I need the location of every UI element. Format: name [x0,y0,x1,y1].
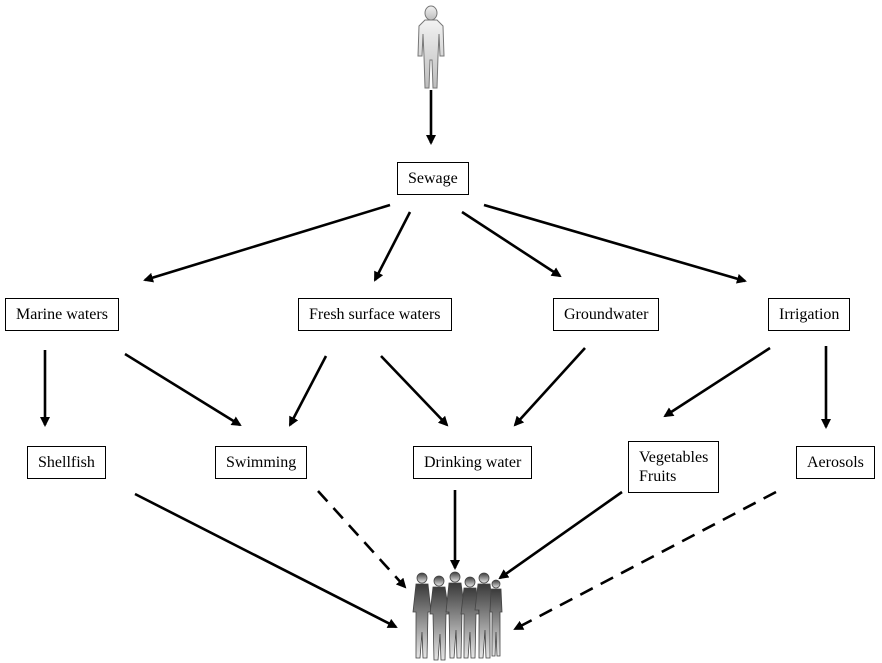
node-vegetables-label: Vegetables [639,449,709,466]
arrow-groundwater-to-drinking [513,347,586,427]
arrow-fresh-to-drinking [380,355,449,427]
node-irrigation: Irrigation [768,298,851,331]
node-fruits-label: Fruits [639,468,677,485]
node-drinking-water: Drinking water [413,446,533,479]
arrow-fresh-to-swimming [288,355,328,427]
arrow-sewage-to-fresh [373,211,412,282]
node-sewage: Sewage [397,162,469,195]
arrow-sewage-to-irrigation [483,203,747,284]
arrow-shellfish-to-people [134,492,398,629]
node-aerosols: Aerosols [796,446,875,479]
arrow-sewage-to-marine [143,203,391,283]
arrow-irrigation-to-vegetables [663,346,771,418]
node-shellfish: Shellfish [27,446,106,479]
arrow-sewage-to-groundwater [461,210,562,278]
arrow-marine-to-swimming [124,352,242,427]
arrow-vegetables-to-people [498,490,623,580]
node-swimming: Swimming [215,446,308,479]
people-group-icon [412,571,503,661]
node-fresh-surface-waters: Fresh surface waters [298,298,452,331]
node-marine-waters: Marine waters [5,298,119,331]
node-vegetables-fruits: Vegetables Fruits [628,441,720,493]
person-icon [417,5,445,89]
arrow-aerosols-to-people [513,490,777,631]
arrow-swimming-to-people [317,490,407,589]
node-groundwater: Groundwater [553,298,660,331]
